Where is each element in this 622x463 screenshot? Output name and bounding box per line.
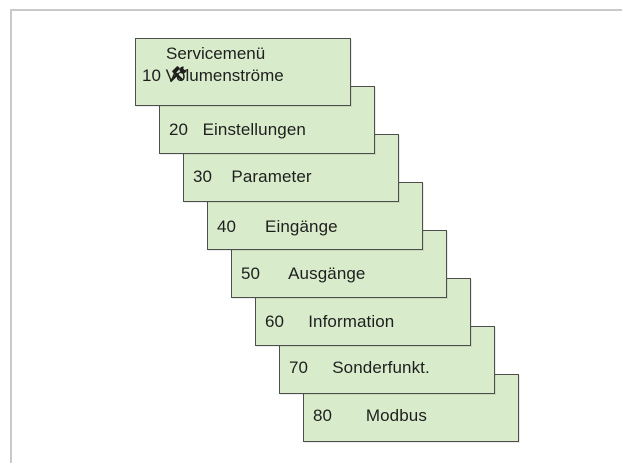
menu-item-label: 60 Information <box>265 312 395 331</box>
menu-item-label: 80 Modbus <box>313 406 427 425</box>
menu-item-label: 30 Parameter <box>193 167 312 186</box>
service-menu-title-row: Servicemenü <box>142 44 266 83</box>
menu-item-label: 20 Einstellungen <box>169 120 306 139</box>
menu-item-label: 40 Eingänge <box>217 217 338 236</box>
service-menu-header-panel[interactable]: Servicemenü 10 Volumenströme <box>135 38 351 106</box>
menu-item-label: 70 Sonderfunkt. <box>289 358 430 377</box>
service-menu-title: Servicemenü <box>166 44 266 63</box>
menu-item-label: 50 Ausgänge <box>241 264 366 283</box>
tools-icon <box>142 45 187 83</box>
frame-top-border <box>10 9 622 11</box>
frame-left-border <box>10 9 12 463</box>
menu-item-10: 10 Volumenströme <box>142 66 284 85</box>
